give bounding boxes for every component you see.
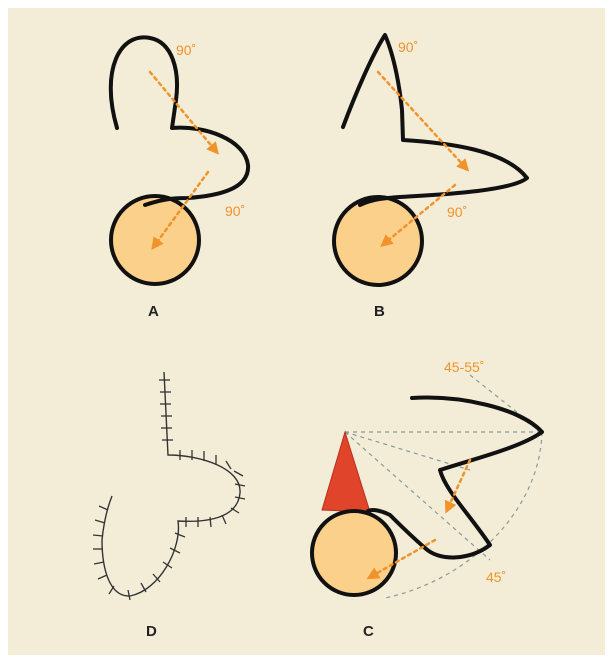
panel-c-flap-outline bbox=[368, 398, 542, 558]
panel-d: D bbox=[93, 372, 245, 640]
panel-d-label: D bbox=[146, 623, 157, 640]
panel-b-arrow-top bbox=[378, 72, 465, 167]
panel-b-label: B bbox=[374, 303, 385, 320]
panel-a: 90˚ 90˚ A bbox=[111, 37, 248, 320]
panel-a-arrow-top bbox=[150, 72, 215, 150]
panel-a-defect-circle bbox=[111, 196, 199, 284]
panel-c-defect-circle bbox=[312, 511, 396, 595]
panel-d-suture-ticks bbox=[93, 380, 245, 600]
panel-c-label: C bbox=[363, 623, 374, 640]
panel-b-defect-circle bbox=[334, 197, 422, 285]
panel-c-angle-bottom: 45˚ bbox=[486, 569, 506, 585]
panel-a-angle-top: 90˚ bbox=[176, 42, 196, 58]
panel-c-triangle bbox=[322, 432, 370, 512]
panel-b-flap-outline bbox=[343, 35, 527, 205]
panel-c-guide-arc bbox=[385, 432, 542, 598]
panel-c-angle-top: 45-55˚ bbox=[444, 359, 484, 375]
panel-a-angle-bottom: 90˚ bbox=[225, 203, 245, 219]
panel-c: 45-55˚ 45˚ C bbox=[312, 359, 542, 640]
panel-b-angle-bottom: 90˚ bbox=[447, 204, 467, 220]
panel-b-angle-top: 90˚ bbox=[398, 39, 418, 55]
panel-a-label: A bbox=[148, 303, 159, 320]
panel-a-flap-outline bbox=[111, 37, 248, 205]
panel-c-guide-mid bbox=[345, 432, 470, 470]
panel-b: 90˚ 90˚ B bbox=[334, 35, 527, 320]
panel-d-suture-line bbox=[102, 372, 240, 596]
